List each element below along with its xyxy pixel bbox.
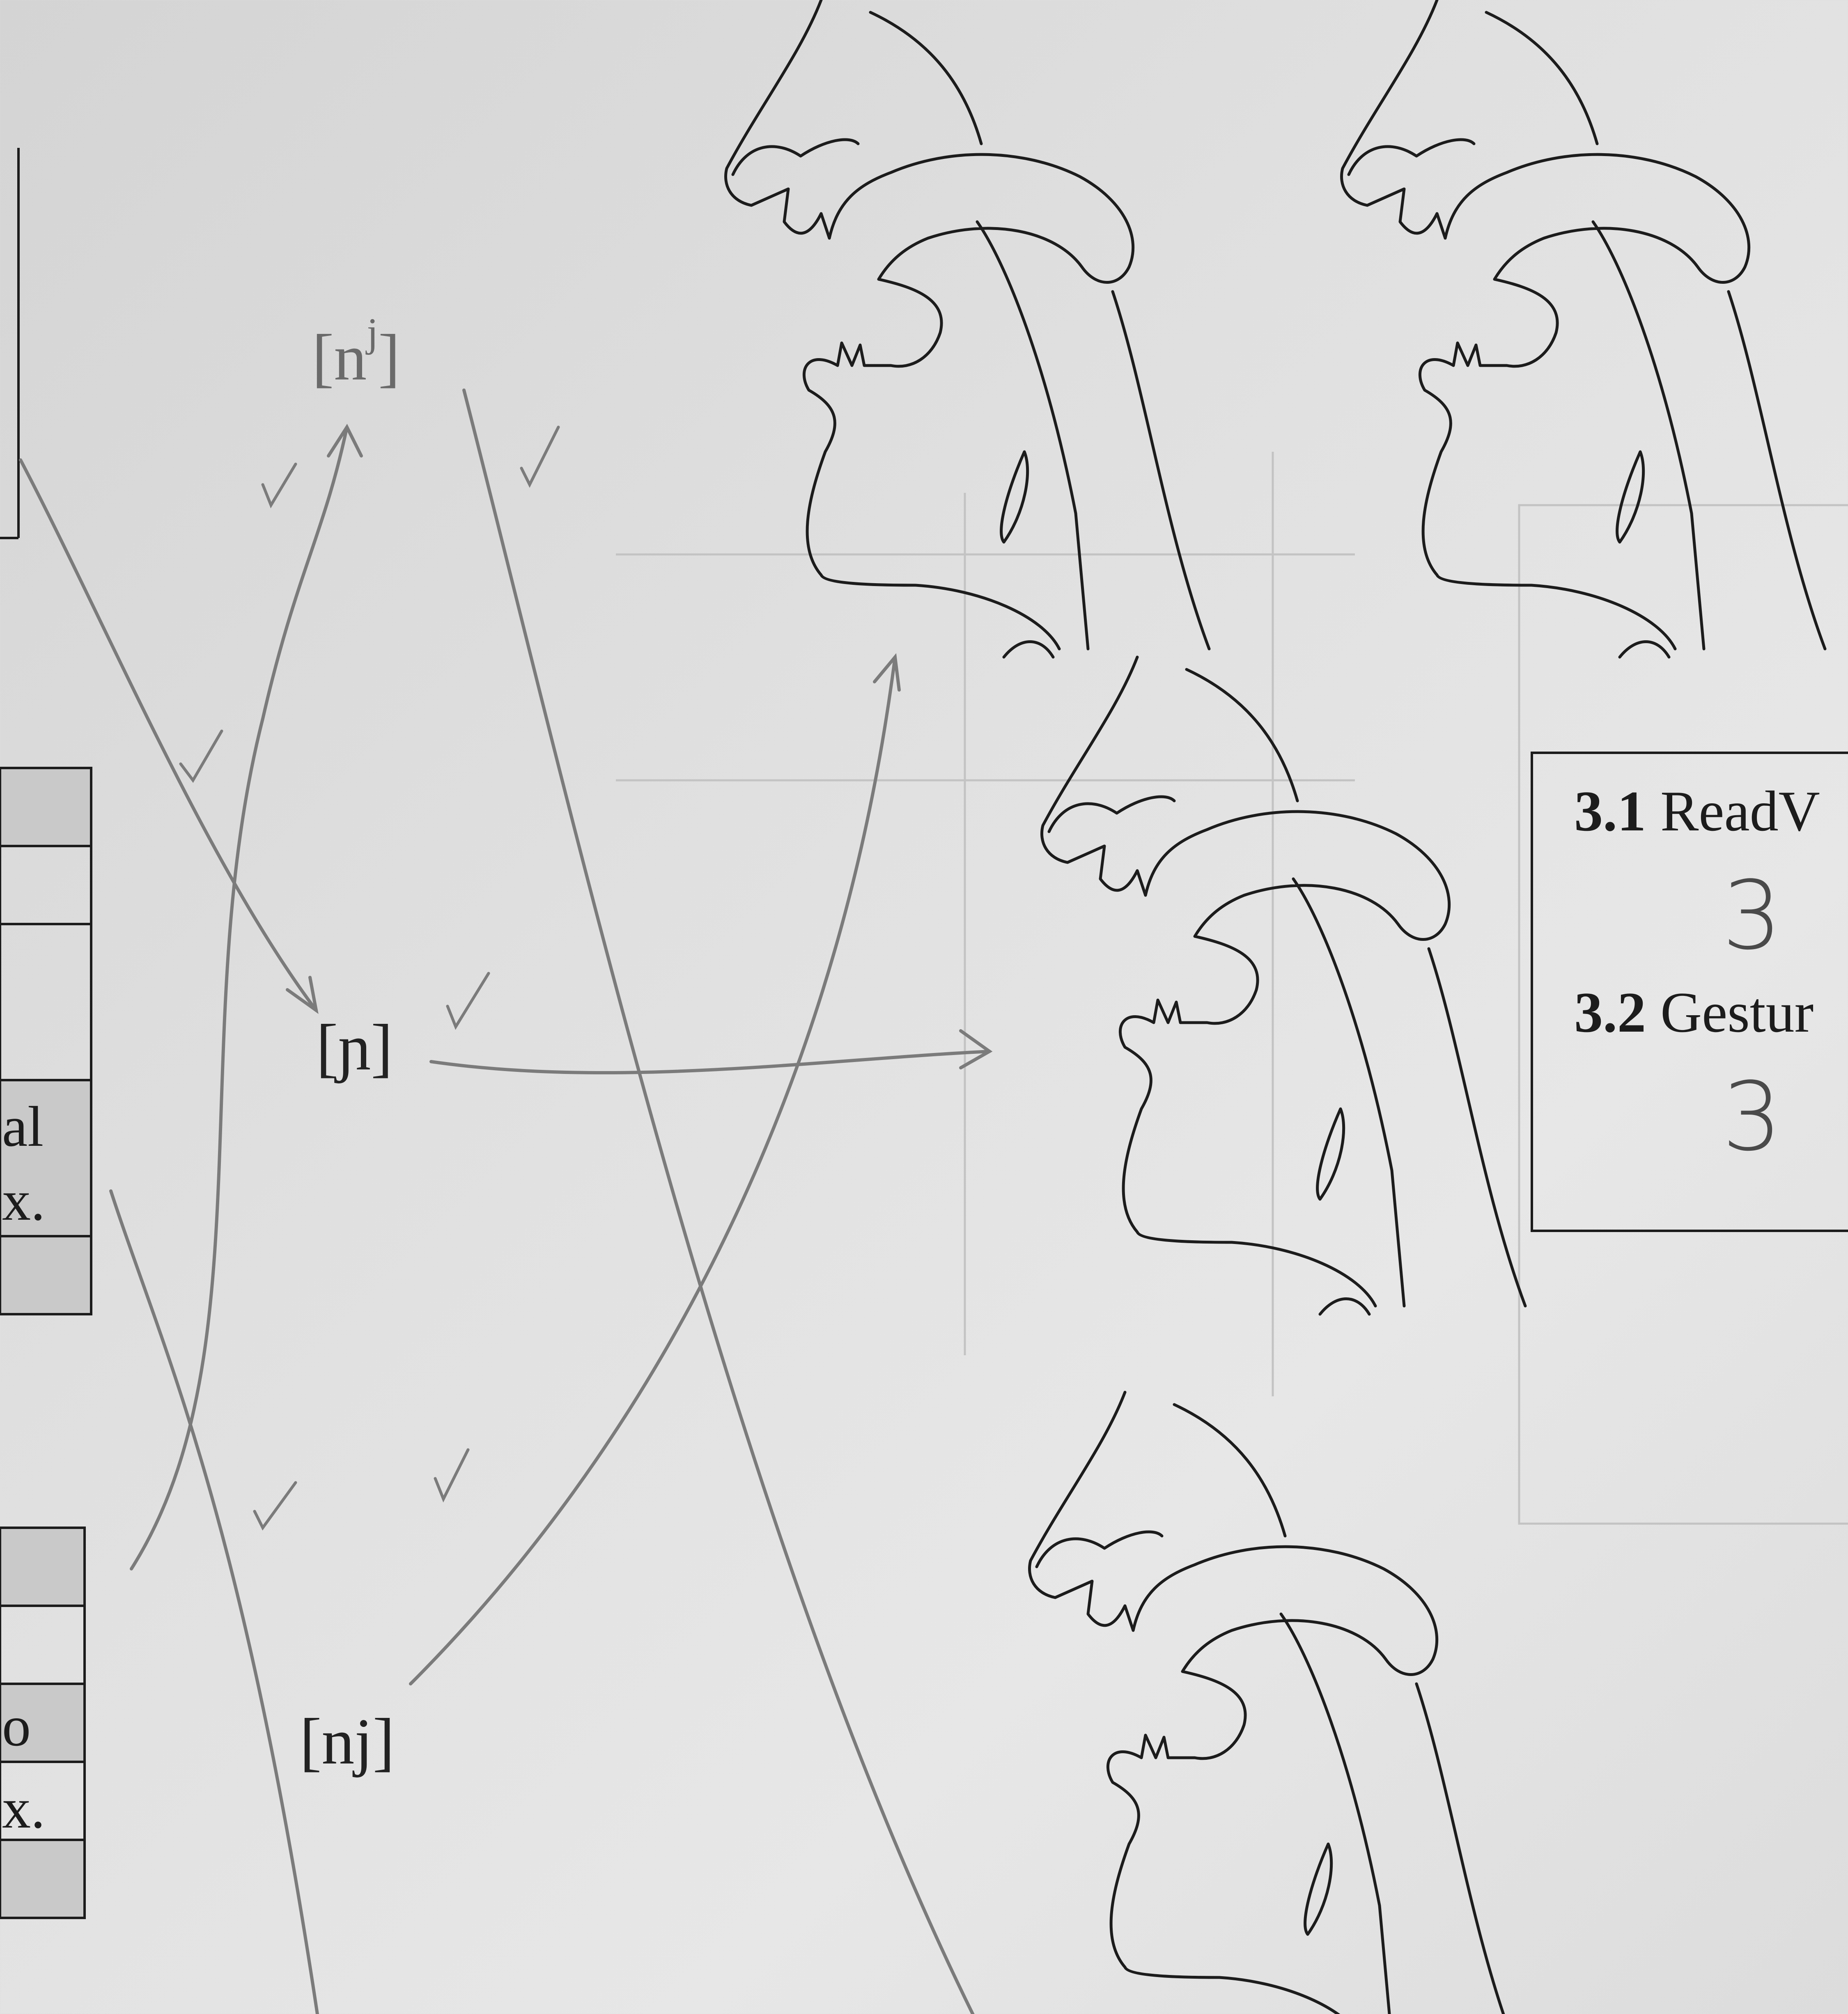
- question-3-1-number: 3.1: [1574, 779, 1646, 843]
- table-2-fragment-bottom: x.: [2, 1169, 45, 1232]
- table-2-fragment-top: al: [2, 1095, 44, 1159]
- question-3-1-handwritten-answer: 3: [1722, 869, 1782, 963]
- question-box: 3.1 ReadV 3 3.2 Gestur 3: [1531, 752, 1848, 1232]
- label-palatal-nasal: [ɲ]: [316, 1014, 393, 1080]
- pencil-arrow-table2-to-sequence: [111, 1191, 324, 2014]
- question-3-2-text: Gestur: [1660, 981, 1814, 1044]
- pencil-line-palatalized-to-diagram4: [464, 390, 994, 2014]
- pencil-checkmarks: [181, 427, 558, 1528]
- vocal-tract-diagram-2: [1342, 0, 1825, 657]
- question-3-1-text: ReadV: [1660, 779, 1820, 843]
- pencil-line-sequence-to-diagram1: [411, 657, 895, 1684]
- table-3-fragment-top: o: [2, 1694, 31, 1758]
- vocal-tract-diagram-4: [1030, 1392, 1513, 2014]
- label-nj-sequence: [nj]: [300, 1708, 395, 1774]
- pencil-arrow-table1-to-palatal: [21, 460, 316, 1010]
- label-palatalized-close: ]: [378, 321, 400, 394]
- label-palatalized-superscript: j: [367, 310, 378, 355]
- question-3-2-handwritten-answer: 3: [1722, 1070, 1782, 1165]
- question-3-2-number: 3.2: [1574, 981, 1646, 1044]
- label-palatalized-nasal: [nj]: [312, 324, 400, 390]
- question-3-2: 3.2 Gestur: [1574, 984, 1814, 1041]
- pencil-matching-lines: [21, 390, 994, 2014]
- table-3-fragment-bottom: x.: [2, 1777, 45, 1840]
- question-3-1: 3.1 ReadV: [1574, 783, 1820, 840]
- vocal-tract-diagram-3: [1042, 657, 1526, 1314]
- pencil-line-palatal-to-diagram3: [431, 1051, 989, 1073]
- vocal-tract-diagram-1: [726, 0, 1210, 657]
- left-table-1: [0, 148, 18, 538]
- label-palatalized-base: [n: [312, 321, 367, 394]
